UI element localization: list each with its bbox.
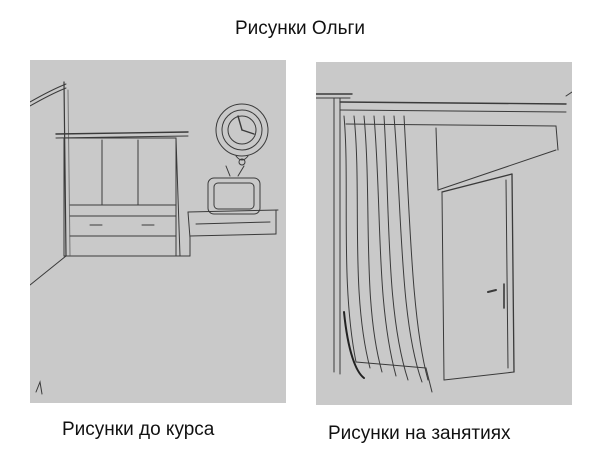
doorway-sketch — [316, 62, 572, 405]
room-sketch — [30, 60, 286, 403]
drawing-in-class — [316, 62, 572, 405]
caption-before-course: Рисунки до курса — [62, 419, 215, 440]
drawing-before-course — [30, 60, 286, 403]
page-title: Рисунки Ольги — [234, 18, 366, 39]
caption-in-class: Рисунки на занятиях — [328, 423, 511, 444]
